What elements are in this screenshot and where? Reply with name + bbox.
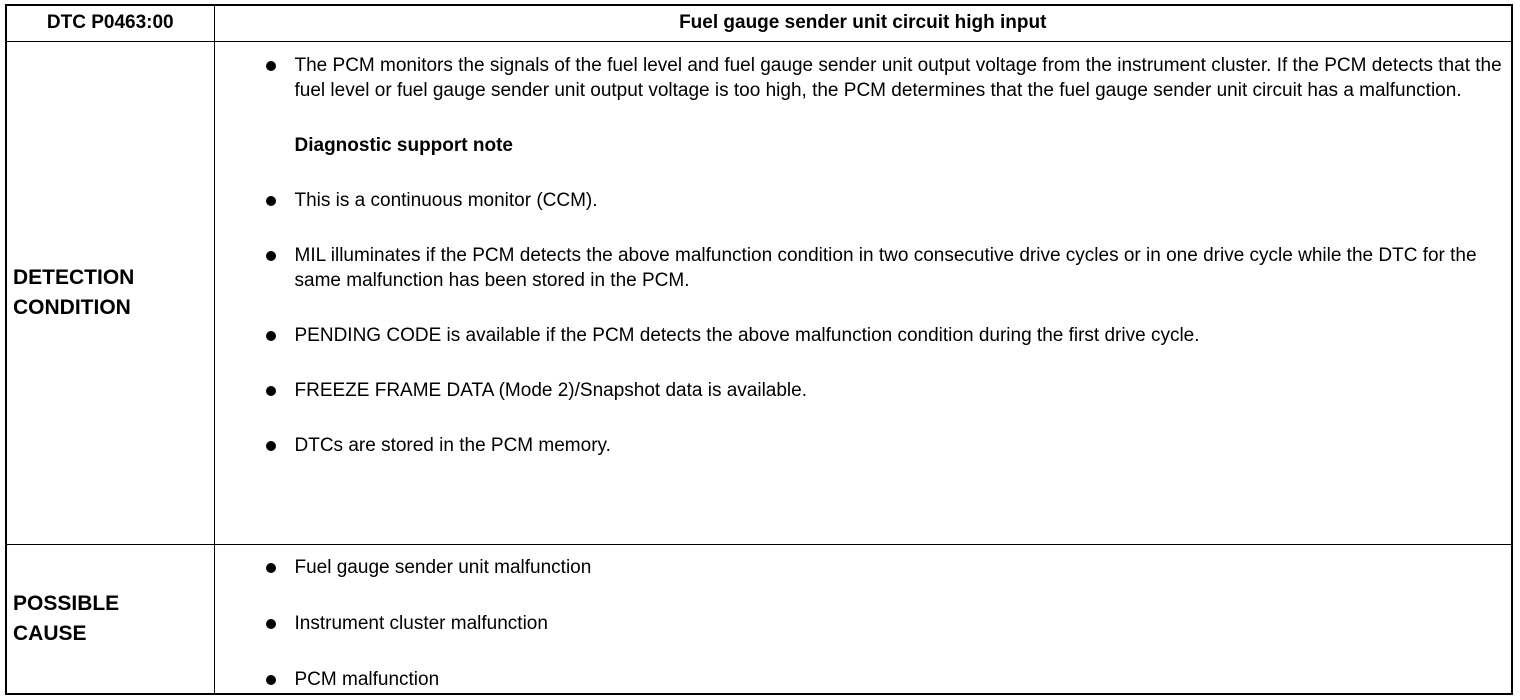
list-item: DTCs are stored in the PCM memory. — [215, 433, 1512, 458]
cause-label-line1: POSSIBLE — [13, 591, 120, 615]
bullet-dot-icon — [265, 250, 276, 261]
bullet-dot-icon — [265, 60, 276, 71]
list-item: This is a continuous monitor (CCM). — [215, 188, 1512, 213]
dtc-title: Fuel gauge sender unit circuit high inpu… — [213, 4, 1513, 42]
note-text: This is a continuous monitor (CCM). — [294, 189, 598, 211]
bullet-dot-icon — [265, 195, 276, 206]
list-item: The PCM monitors the signals of the fuel… — [215, 53, 1512, 103]
list-item: Instrument cluster malfunction — [215, 611, 1512, 636]
dtc-code: DTC P0463:00 — [5, 4, 215, 42]
dtc-table: DTC P0463:00 Fuel gauge sender unit circ… — [5, 4, 1513, 695]
bullet-dot-icon — [265, 385, 276, 396]
detection-label-line1: DETECTION — [13, 265, 135, 289]
note-text: MIL illuminates if the PCM detects the a… — [294, 244, 1477, 291]
list-item: FREEZE FRAME DATA (Mode 2)/Snapshot data… — [215, 378, 1512, 403]
detection-label-line2: CONDITION — [13, 295, 131, 319]
note-text: DTCs are stored in the PCM memory. — [294, 434, 611, 456]
bullet-dot-icon — [265, 562, 276, 573]
detection-condition-content: The PCM monitors the signals of the fuel… — [213, 40, 1513, 545]
possible-cause-row: POSSIBLE CAUSE Fuel gauge sender unit ma… — [5, 543, 1513, 695]
diagnostic-note-heading: Diagnostic support note — [294, 134, 514, 156]
bullet-dot-icon — [265, 440, 276, 451]
cause-text: Instrument cluster malfunction — [294, 612, 548, 634]
list-item: PCM malfunction — [215, 667, 1512, 692]
cause-text: Fuel gauge sender unit malfunction — [294, 556, 592, 578]
bullet-dot-icon — [265, 330, 276, 341]
note-text: FREEZE FRAME DATA (Mode 2)/Snapshot data… — [294, 379, 808, 401]
bullet-dot-icon — [265, 618, 276, 629]
bullet-dot-icon — [265, 674, 276, 685]
list-item: MIL illuminates if the PCM detects the a… — [215, 243, 1512, 293]
cause-text: PCM malfunction — [294, 668, 440, 690]
list-item: PENDING CODE is available if the PCM det… — [215, 323, 1512, 348]
possible-cause-label: POSSIBLE CAUSE — [5, 543, 215, 695]
detection-intro-text: The PCM monitors the signals of the fuel… — [294, 54, 1502, 101]
header-row: DTC P0463:00 Fuel gauge sender unit circ… — [5, 4, 1513, 42]
cause-label-line2: CAUSE — [13, 621, 87, 645]
detection-condition-row: DETECTION CONDITION The PCM monitors the… — [5, 40, 1513, 545]
note-text: PENDING CODE is available if the PCM det… — [294, 324, 1200, 346]
detection-condition-label: DETECTION CONDITION — [5, 40, 215, 545]
possible-cause-content: Fuel gauge sender unit malfunction Instr… — [213, 543, 1513, 695]
list-item: Fuel gauge sender unit malfunction — [215, 555, 1512, 580]
